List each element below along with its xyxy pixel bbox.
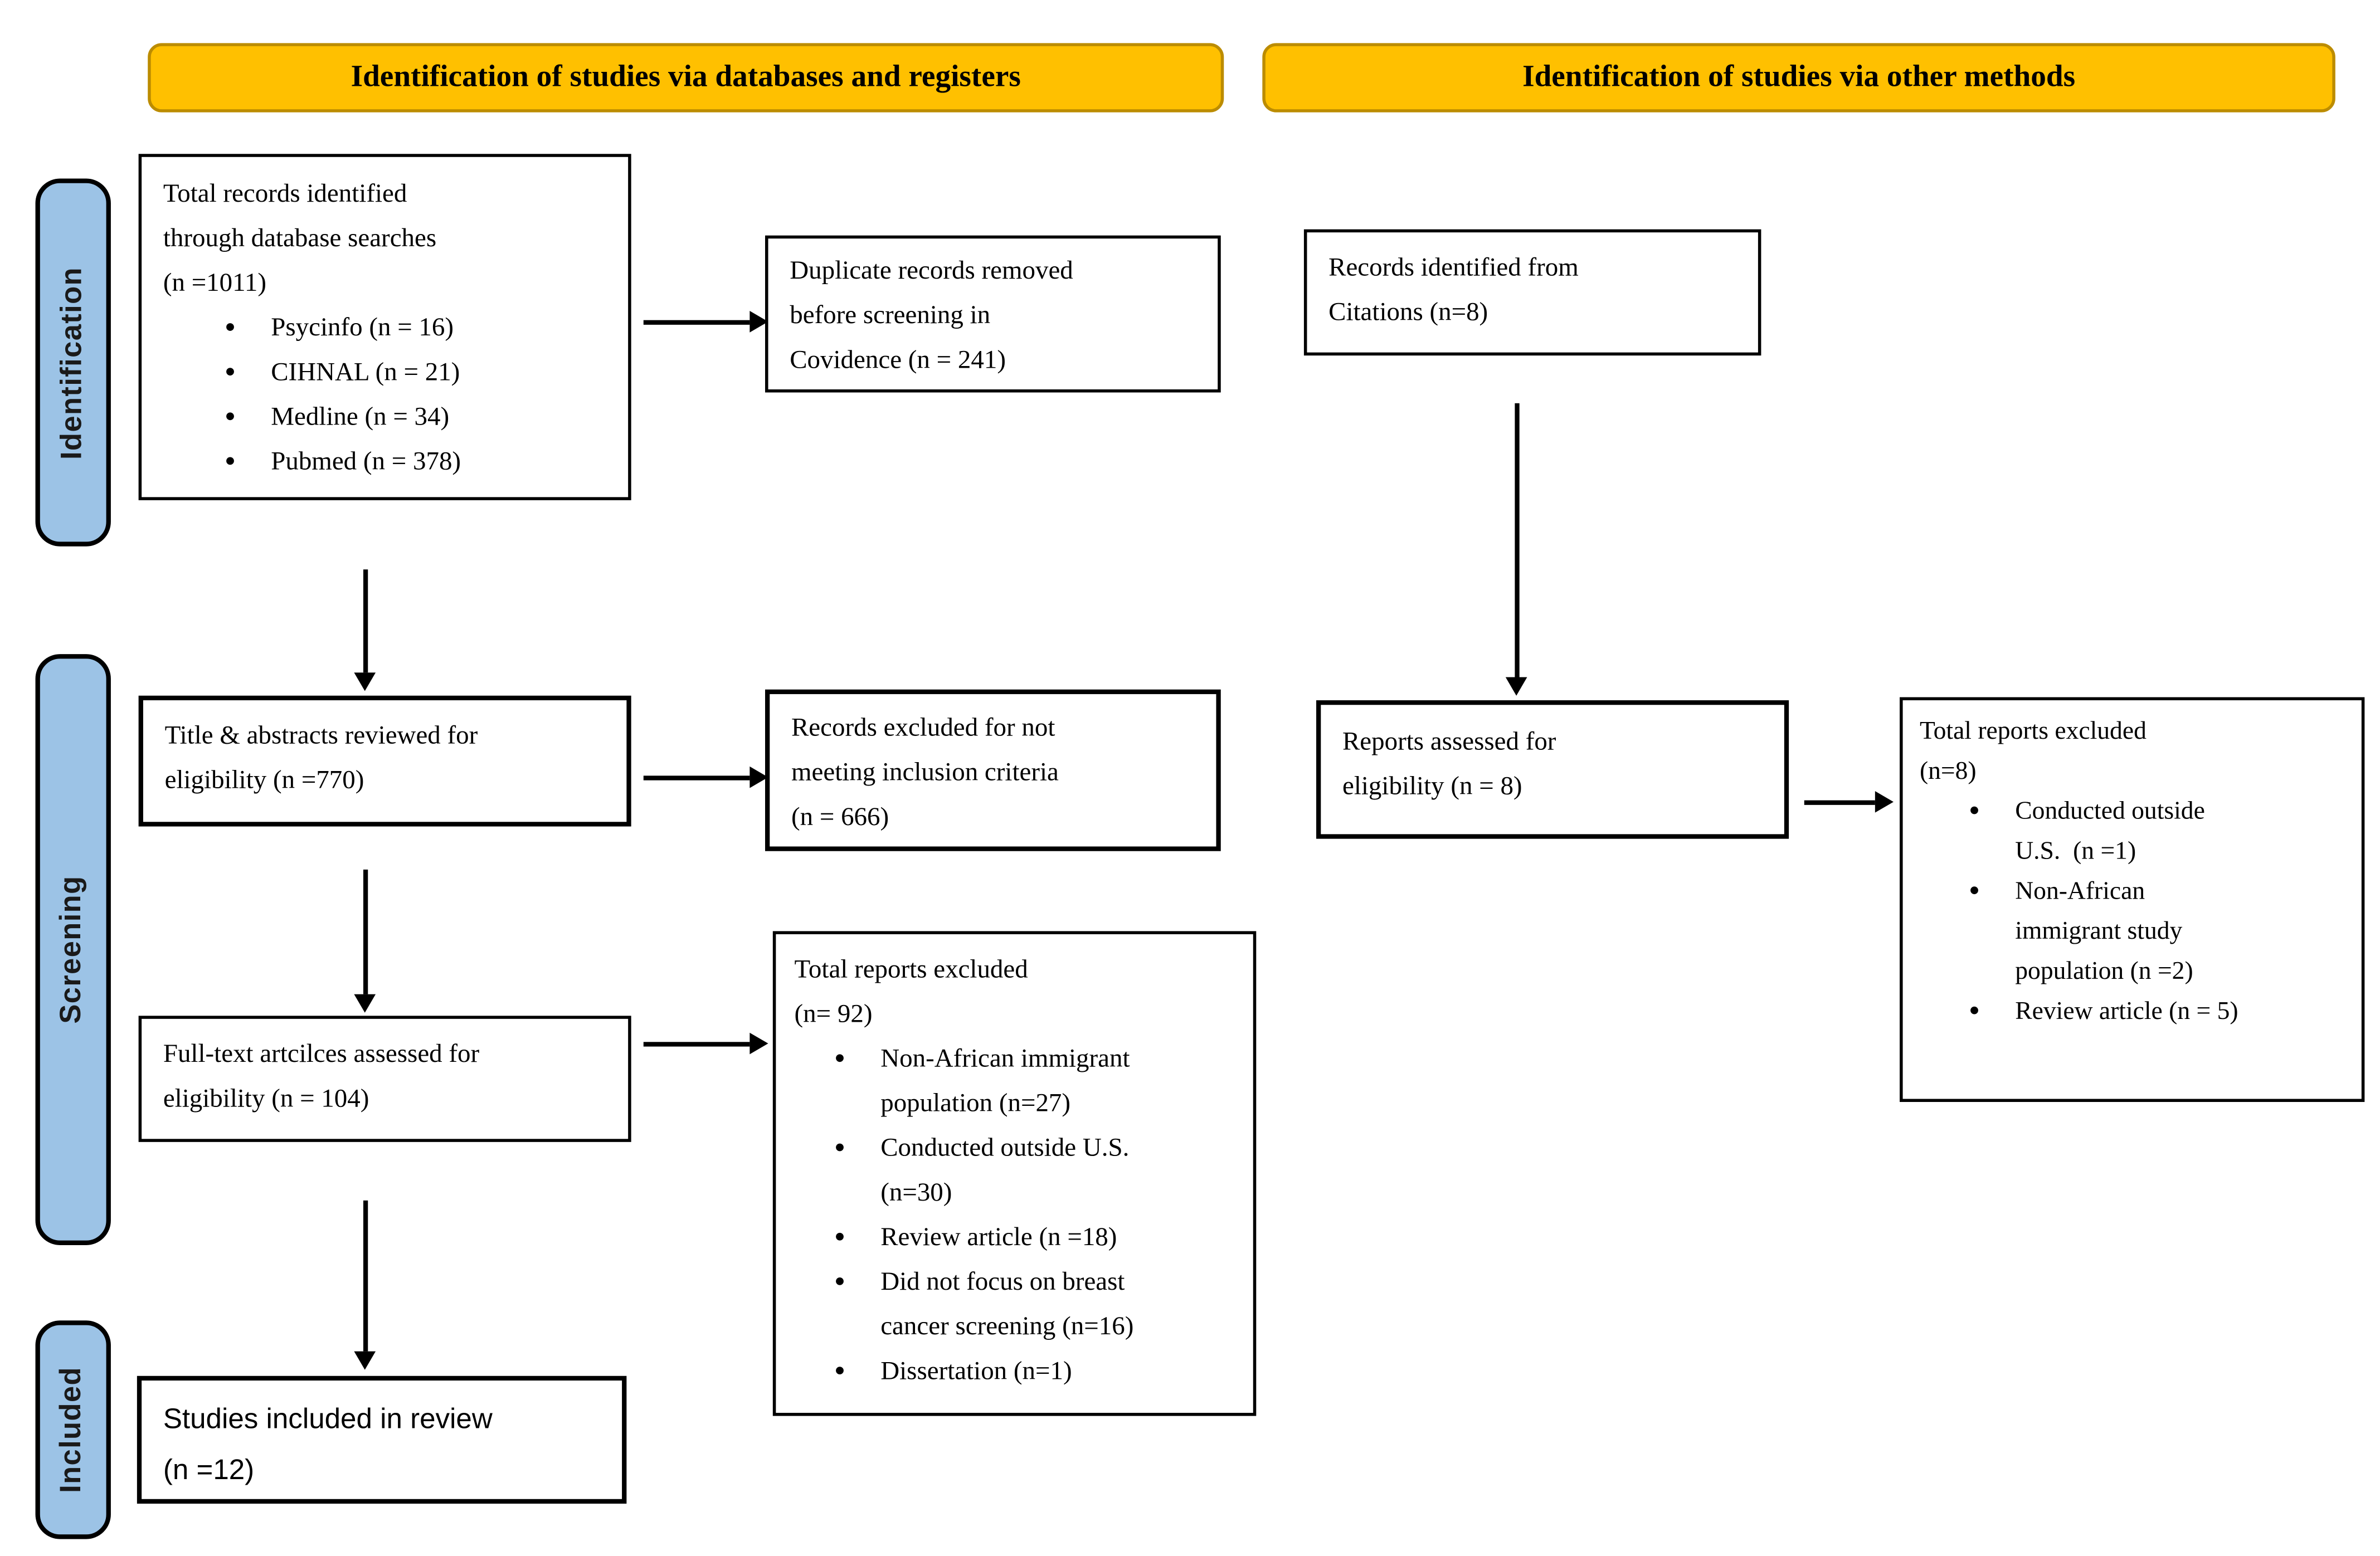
list-item: Review article (n =18) bbox=[862, 1214, 1235, 1259]
list-item: Conducted outside U.S. (n =1) bbox=[1997, 791, 2344, 871]
list-item: CIHNAL (n = 21) bbox=[252, 349, 606, 394]
box-reports-assessed: Reports assessed for eligibility (n = 8) bbox=[1316, 700, 1789, 839]
list-item: Did not focus on breast cancer screening… bbox=[862, 1259, 1235, 1348]
box-records-excluded: Records excluded for not meeting inclusi… bbox=[765, 689, 1221, 851]
stage-label-included: Included bbox=[35, 1320, 111, 1539]
box-fulltext-assessed: Full-text artcilces assessed for eligibi… bbox=[138, 1016, 631, 1142]
list-item: Pubmed (n = 378) bbox=[252, 438, 606, 483]
box-total-reports-excluded-other-text: Total reports excluded (n=8) bbox=[1919, 715, 2147, 785]
stage-label-screening: Screening bbox=[35, 654, 111, 1245]
box-records-from-citations: Records identified from Citations (n=8) bbox=[1303, 229, 1761, 356]
box-total-reports-excluded-databases-text: Total reports excluded (n= 92) bbox=[794, 954, 1028, 1028]
database-source-list: Psycinfo (n = 16) CIHNAL (n = 21) Medlin… bbox=[163, 305, 607, 483]
arrow-fulltext-to-included-line bbox=[363, 1200, 368, 1352]
arrow-fulltext-to-included-head bbox=[354, 1351, 376, 1370]
box-duplicates-removed-text: Duplicate records removed before screeni… bbox=[790, 255, 1073, 374]
arrow-records-to-title-abstracts-head bbox=[354, 672, 376, 691]
arrow-title-abstracts-to-fulltext-line bbox=[363, 869, 368, 994]
box-title-abstracts-reviewed: Title & abstracts reviewed for eligibili… bbox=[138, 695, 631, 827]
arrow-fulltext-to-excluded-head bbox=[749, 1032, 768, 1055]
box-total-records-identified-text: Total records identified through databas… bbox=[163, 178, 437, 297]
column-header-databases-text: Identification of studies via databases … bbox=[351, 60, 1021, 94]
box-records-excluded-text: Records excluded for not meeting inclusi… bbox=[791, 713, 1059, 831]
arrow-title-abstracts-to-excluded-head bbox=[749, 766, 768, 788]
list-item: Medline (n = 34) bbox=[252, 394, 606, 438]
list-item: Non-African immigrant population (n=27) bbox=[862, 1036, 1235, 1125]
exclusion-reason-list-other: Conducted outside U.S. (n =1) Non-Africa… bbox=[1920, 791, 2344, 1031]
stage-label-included-text: Included bbox=[56, 1367, 89, 1493]
column-header-other-methods-text: Identification of studies via other meth… bbox=[1522, 60, 2076, 94]
stage-label-screening-text: Screening bbox=[56, 875, 89, 1024]
arrow-records-to-title-abstracts-line bbox=[363, 569, 368, 673]
list-item: Conducted outside U.S. (n=30) bbox=[862, 1125, 1235, 1214]
box-title-abstracts-reviewed-text: Title & abstracts reviewed for eligibili… bbox=[164, 720, 478, 794]
arrow-records-to-duplicates-head bbox=[749, 311, 768, 333]
list-item: Review article (n = 5) bbox=[1997, 991, 2344, 1031]
list-item: Non-African immigrant study population (… bbox=[1997, 871, 2344, 991]
box-reports-assessed-text: Reports assessed for eligibility (n = 8) bbox=[1342, 726, 1556, 801]
arrow-reports-assessed-to-excluded-head bbox=[1875, 791, 1894, 813]
arrow-citations-to-reports-assessed-head bbox=[1505, 677, 1527, 696]
arrow-title-abstracts-to-excluded-line bbox=[643, 775, 750, 781]
box-total-reports-excluded-databases: Total reports excluded (n= 92) Non-Afric… bbox=[772, 931, 1257, 1416]
list-item: Psycinfo (n = 16) bbox=[252, 305, 606, 349]
box-fulltext-assessed-text: Full-text artcilces assessed for eligibi… bbox=[163, 1038, 480, 1113]
box-records-from-citations-text: Records identified from Citations (n=8) bbox=[1328, 252, 1579, 326]
exclusion-reason-list-databases: Non-African immigrant population (n=27) … bbox=[795, 1036, 1235, 1393]
list-item: Dissertation (n=1) bbox=[862, 1348, 1235, 1393]
arrow-reports-assessed-to-excluded-line bbox=[1804, 800, 1875, 805]
column-header-other-methods: Identification of studies via other meth… bbox=[1262, 43, 2335, 113]
box-total-reports-excluded-other: Total reports excluded (n=8) Conducted o… bbox=[1900, 697, 2365, 1103]
arrow-records-to-duplicates-line bbox=[643, 320, 750, 325]
box-studies-included-text: Studies included in review (n =12) bbox=[163, 1402, 493, 1485]
column-header-databases: Identification of studies via databases … bbox=[148, 43, 1224, 113]
arrow-fulltext-to-excluded-line bbox=[643, 1042, 750, 1047]
box-studies-included: Studies included in review (n =12) bbox=[137, 1375, 627, 1504]
arrow-citations-to-reports-assessed-line bbox=[1515, 403, 1520, 677]
stage-label-identification: Identification bbox=[35, 178, 111, 547]
arrow-title-abstracts-to-fulltext-head bbox=[354, 994, 376, 1013]
stage-label-identification-text: Identification bbox=[56, 266, 89, 459]
box-duplicates-removed: Duplicate records removed before screeni… bbox=[765, 235, 1221, 393]
box-total-records-identified: Total records identified through databas… bbox=[138, 154, 631, 500]
